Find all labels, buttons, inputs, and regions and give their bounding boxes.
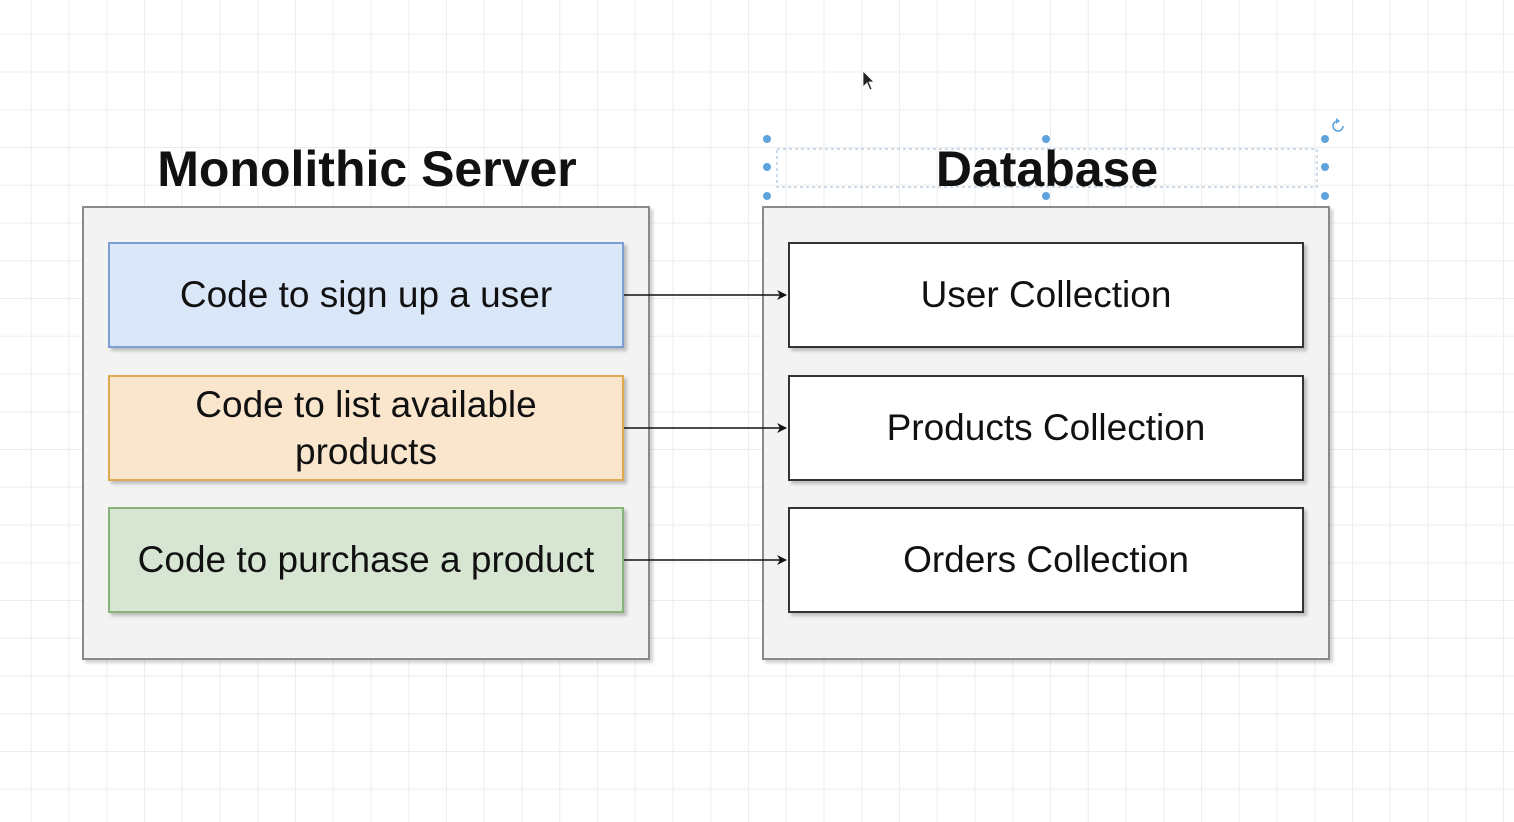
selection-handle[interactable] [763,135,771,143]
list-products-code-label: Code to list available products [195,383,537,472]
products-collection-label: Products Collection [886,407,1206,449]
purchase-code-label: Code to purchase a product [137,539,595,581]
signup-code-label: Code to sign up a user [179,274,553,316]
orders-collection-label: Orders Collection [903,539,1189,581]
list-products-code-box[interactable]: Code to list available products [108,375,624,481]
selection-handle[interactable] [1321,135,1329,143]
monolith-title[interactable]: Monolithic Server [157,141,577,197]
rotate-handle-icon[interactable] [1332,118,1344,132]
signup-code-box[interactable]: Code to sign up a user [108,242,624,348]
products-collection-box[interactable]: Products Collection [788,375,1304,481]
user-collection-box[interactable]: User Collection [788,242,1304,348]
user-collection-label: User Collection [920,274,1172,316]
database-title[interactable]: Database [935,141,1159,197]
purchase-code-box[interactable]: Code to purchase a product [108,507,624,613]
orders-collection-box[interactable]: Orders Collection [788,507,1304,613]
mouse-cursor-icon [862,70,875,91]
